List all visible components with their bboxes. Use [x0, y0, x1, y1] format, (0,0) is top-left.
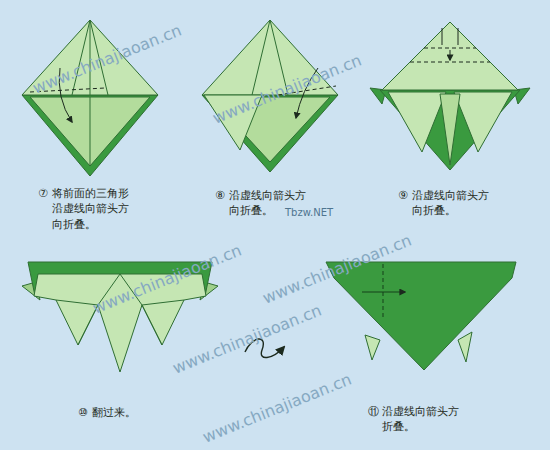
- watermark: www.chinajiaoan.cn: [30, 21, 184, 98]
- watermark: Tbzw.NET: [285, 207, 333, 218]
- step-caption: 翻过来。: [92, 405, 171, 420]
- watermark: www.chinajiaoan.cn: [90, 241, 244, 318]
- watermark: www.chinajiaoan.cn: [200, 370, 354, 447]
- watermark: www.chinajiaoan.cn: [170, 301, 324, 378]
- watermark: www.chinajiaoan.cn: [210, 51, 364, 128]
- step-caption: 将前面的三角形 沿虚线向箭头方 向折叠。: [52, 186, 131, 232]
- fold-step-11: [326, 262, 516, 370]
- step-number: ⑨: [398, 188, 408, 203]
- step-number: ⑧: [215, 188, 225, 203]
- step-number: ⑦: [38, 186, 48, 201]
- step-number: ⑩: [78, 405, 88, 420]
- watermark: www.chinajiaoan.cn: [260, 231, 414, 308]
- step-caption: 沿虚线向箭头方 向折叠。: [412, 188, 491, 219]
- step-caption: 沿虚线向箭头方 折叠。: [382, 404, 461, 435]
- step-number: ⑪: [368, 404, 379, 419]
- fold-step-9: [370, 22, 530, 170]
